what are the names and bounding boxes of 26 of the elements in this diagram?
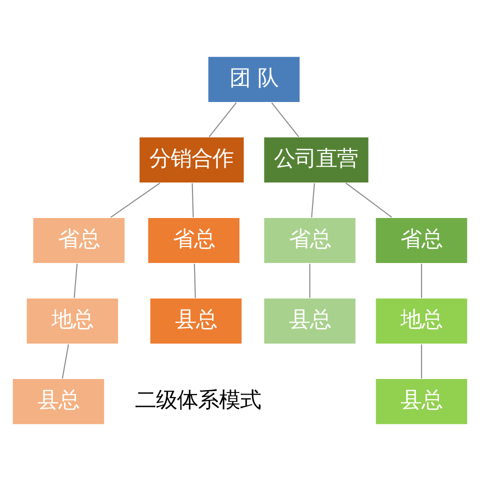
node-box: 省总	[374, 216, 468, 264]
connector	[194, 263, 196, 298]
node-box: 省总	[147, 216, 241, 264]
node-box: 公司直营	[263, 136, 370, 184]
label: 二级体系模式	[135, 387, 262, 412]
connector	[192, 182, 194, 217]
connector	[420, 263, 422, 298]
node-box: 县总	[149, 296, 243, 344]
node-box: 县总	[374, 377, 468, 425]
node-box: 县总	[12, 377, 106, 425]
connector	[74, 263, 78, 298]
connector	[208, 102, 237, 137]
connector	[420, 344, 422, 378]
node-box: 省总	[32, 216, 126, 264]
node-box: 省总	[263, 216, 357, 264]
connector	[271, 102, 300, 137]
connector	[110, 182, 160, 218]
node-box: 地总	[374, 296, 468, 344]
node-box: 县总	[263, 296, 357, 344]
node-box: 分销合作	[138, 136, 245, 184]
connector	[309, 263, 310, 298]
node-box: 团 队	[207, 55, 301, 103]
connector	[62, 344, 69, 378]
connector	[311, 182, 315, 217]
connector	[346, 182, 392, 218]
node-box: 地总	[26, 296, 120, 344]
